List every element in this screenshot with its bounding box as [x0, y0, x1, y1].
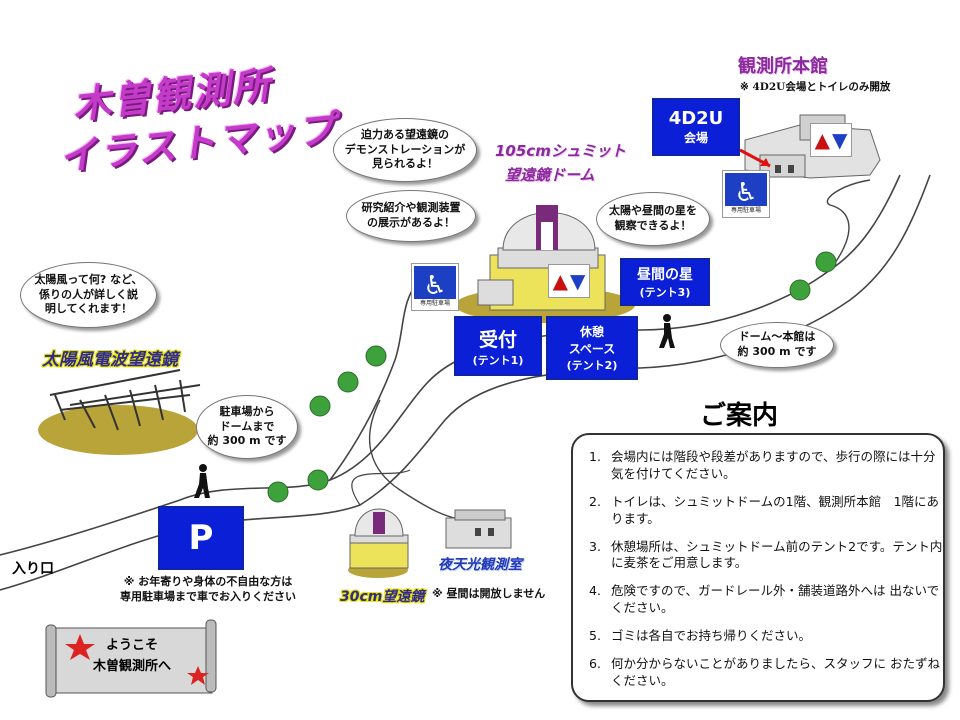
label-schmidt-dome-line1: 105cmシュミット: [495, 142, 626, 160]
guide-list: 1.会場内には階段や段差がありますので、歩行の際には十分気を付けてください。 2…: [573, 449, 943, 690]
label-solar-wind-telescope: 太陽風電波望遠鏡: [42, 350, 178, 370]
toilet-icon: ▲▼: [548, 264, 590, 298]
welcome-text: ようこそ木曽観測所へ: [92, 638, 171, 674]
night-sky-note: ※ 昼間は開放しません: [432, 587, 546, 600]
road-branch: [351, 469, 411, 506]
road-edge-upper: [0, 174, 901, 556]
wheelchair-parking-icon: ♿専用駐車場: [411, 263, 459, 311]
guide-heading: ご案内: [700, 401, 779, 431]
bubble-solar-wind: 太陽風って何? など、係りの人が詳しく説明してくれます！: [20, 262, 157, 328]
guide-item: 4.危険ですので、ガードレール外・舗装道路外へは 出ないでください。: [589, 583, 940, 616]
bubble-dome-to-main: ドーム～本館は約 300 m です: [720, 322, 834, 368]
guide-panel: 1.会場内には階段や段差がありますので、歩行の際には十分気を付けてください。 2…: [571, 433, 945, 702]
walker-icon: [194, 314, 675, 498]
parking-symbol: P: [188, 518, 214, 558]
road-to-main: [826, 179, 871, 271]
guide-item: 2.トイレは、シュミットドームの1階、観測所本館 1階にあります。: [589, 493, 940, 526]
road-to-dome: [329, 279, 421, 481]
telescope-30cm-building: [348, 508, 409, 578]
tent-4d2u: 4D2U 会場: [652, 98, 740, 156]
label-schmidt-dome-line2: 望遠鏡ドーム: [505, 166, 595, 184]
label-telescope-30cm: 30cm望遠鏡: [340, 589, 425, 605]
label-night-sky-room: 夜天光観測室: [438, 557, 522, 573]
bubble-parking-to-dome: 駐車場からドームまで約 300 m です: [196, 395, 298, 459]
entrance-label: 入り口: [12, 561, 54, 577]
tent-daytime-stars: 昼間の星 (テント3): [620, 258, 710, 306]
main-building-note: ※ 4D2U会場とトイレのみ開放: [740, 81, 891, 93]
parking-note: ※ お年寄りや身体の不自由な方は専用駐車場まで車でお入りください: [120, 575, 296, 604]
d4d2u-arrow-head: [760, 158, 770, 166]
welcome-scroll: [45, 619, 217, 698]
wheelchair-parking-icon: ♿専用駐車場: [722, 170, 770, 218]
bubble-research-display: 研究紹介や観測装置の展示があるよ！: [346, 190, 476, 242]
trees: [267, 251, 837, 503]
road-lower-branch: [368, 399, 471, 521]
tent-rest: 休憩 スペース (テント2): [546, 316, 638, 380]
label-main-building: 観測所本館: [738, 56, 828, 77]
tent-reception: 受付 (テント1): [454, 316, 542, 376]
guide-item: 5.ゴミは各自でお持ち帰りください。: [589, 628, 812, 643]
guide-item: 3.休憩場所は、シュミットドーム前のテント2です。テント内に麦茶をご用意します。: [589, 538, 943, 571]
guide-item: 6.何か分からないことがありましたら、スタッフに おたずねください。: [589, 655, 940, 688]
schmidt-dome-building: [477, 205, 606, 311]
bubble-daytime-stars: 太陽や昼間の星を観察できるよ！: [596, 192, 710, 246]
parking-sign: P: [158, 506, 244, 570]
toilet-icon: ▲▼: [810, 123, 852, 157]
guide-item: 1.会場内には階段や段差がありますので、歩行の際には十分気を付けてください。: [589, 449, 936, 481]
bubble-telescope-demo: 迫力ある望遠鏡のデモンストレーションが見られるよ！: [333, 118, 477, 182]
night-sky-room-building: [445, 509, 512, 549]
solar-wind-antenna: [49, 369, 201, 431]
